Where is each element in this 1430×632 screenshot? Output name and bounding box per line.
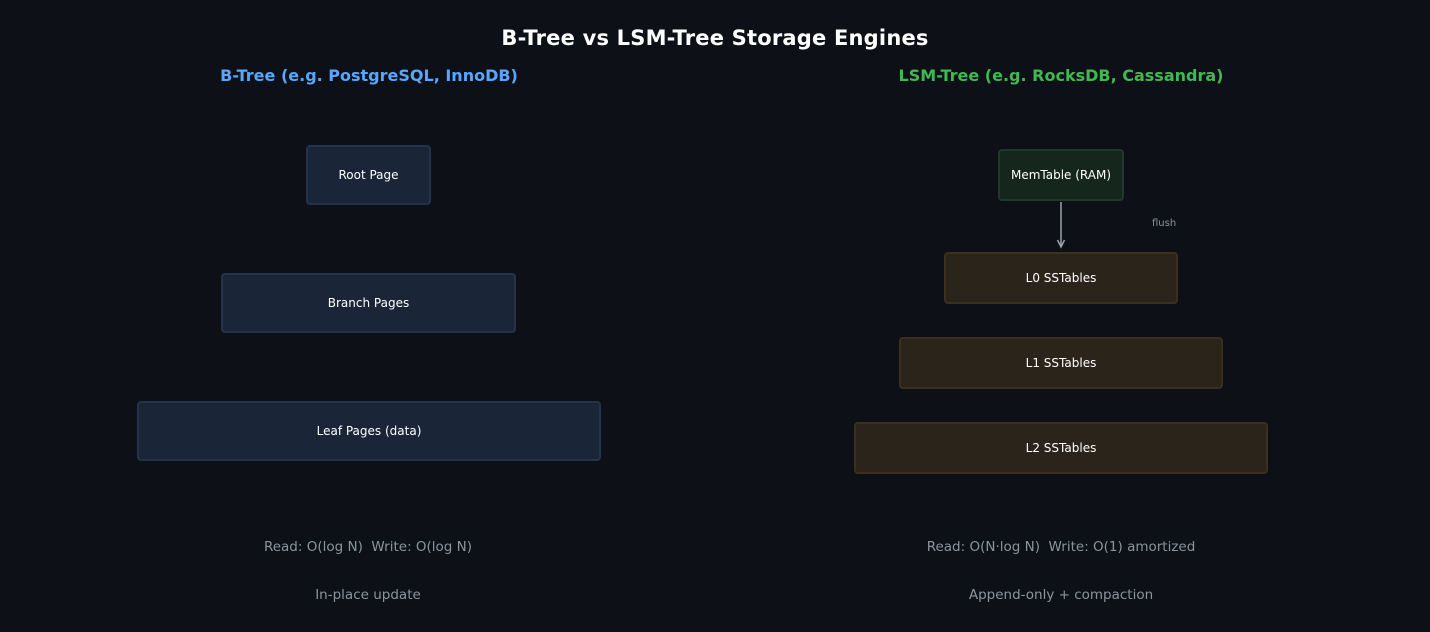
lsm-caption-compaction: Append-only + compaction [968,587,1154,603]
btree-root-page-label: Root Page [338,168,399,182]
flush-label: flush [1152,218,1177,229]
flush-arrow-icon [1056,202,1066,249]
btree-caption: Read: O(log N) Write: O(log N) In-place … [118,507,618,619]
btree-heading: B-Tree (e.g. PostgreSQL, InnoDB) [220,66,518,85]
lsm-caption-complexity: Read: O(N·log N) Write: O(1) amortized [926,539,1196,555]
lsm-heading: LSM-Tree (e.g. RocksDB, Cassandra) [898,66,1224,85]
lsm-l0-sstables-node: L0 SSTables [944,252,1178,304]
btree-caption-complexity: Read: O(log N) Write: O(log N) [263,539,473,555]
btree-caption-update: In-place update [315,587,421,603]
btree-branch-pages-node: Branch Pages [221,273,516,333]
lsm-memtable-label: MemTable (RAM) [1010,168,1112,182]
lsm-l2-sstables-node: L2 SSTables [854,422,1268,474]
lsm-caption: Read: O(N·log N) Write: O(1) amortized A… [811,507,1311,619]
lsm-memtable-node: MemTable (RAM) [998,149,1124,201]
btree-leaf-pages-node: Leaf Pages (data) [137,401,601,461]
btree-root-page-node: Root Page [306,145,431,205]
page-title: B-Tree vs LSM-Tree Storage Engines [501,26,929,50]
lsm-l0-sstables-label: L0 SSTables [1025,271,1097,285]
btree-branch-pages-label: Branch Pages [327,296,410,310]
lsm-l2-sstables-label: L2 SSTables [1025,441,1097,455]
lsm-l1-sstables-node: L1 SSTables [899,337,1223,389]
btree-leaf-pages-label: Leaf Pages (data) [316,424,422,438]
lsm-l1-sstables-label: L1 SSTables [1025,356,1097,370]
